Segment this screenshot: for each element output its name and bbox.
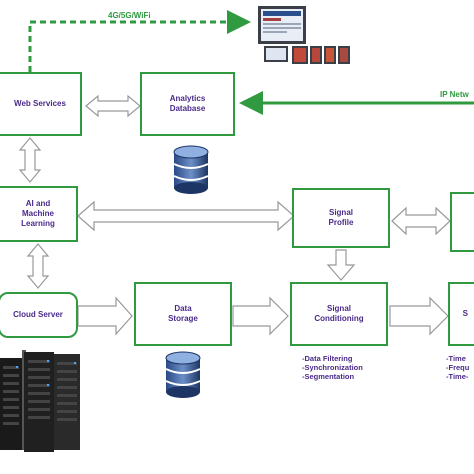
right-step: -Frequ bbox=[446, 363, 470, 372]
ai-cloud-arrow bbox=[26, 243, 50, 289]
database-icon bbox=[165, 351, 201, 398]
conditioning-step: -Data Filtering bbox=[302, 354, 353, 363]
devices-image bbox=[258, 6, 350, 64]
cloud-storage-arrow bbox=[77, 296, 133, 336]
server-rack-image bbox=[0, 350, 80, 452]
storage-conditioning-arrow bbox=[232, 296, 289, 336]
ai-machine-learning-label: AI and Machine Learning bbox=[21, 199, 55, 228]
webservices-analytics-arrow bbox=[85, 94, 141, 118]
ai-machine-learning-box: AI and Machine Learning bbox=[0, 186, 78, 242]
analytics-database-label: Analytics Database bbox=[169, 94, 206, 113]
database-icon bbox=[173, 145, 209, 194]
cloud-server-box: Cloud Server bbox=[0, 292, 78, 338]
data-storage-box: Data Storage bbox=[134, 282, 232, 346]
conditioning-right-arrow bbox=[389, 296, 449, 336]
right-steps-list: -Time -Frequ -Time- bbox=[446, 354, 469, 381]
signal-conditioning-box: Signal Conditioning bbox=[290, 282, 388, 346]
cloud-server-label: Cloud Server bbox=[13, 310, 63, 319]
signal-profile-label: Signal Profile bbox=[328, 208, 354, 227]
right-step: -Time bbox=[446, 354, 466, 363]
signal-conditioning-label: Signal Conditioning bbox=[314, 304, 364, 323]
data-storage-label: Data Storage bbox=[168, 304, 198, 323]
web-services-label: Web Services bbox=[14, 99, 66, 108]
signalprofile-conditioning-arrow bbox=[326, 249, 356, 281]
right-partial-box-top bbox=[450, 192, 474, 252]
analytics-database-box: Analytics Database bbox=[140, 72, 235, 136]
signalprofile-right-arrow bbox=[391, 206, 451, 236]
ai-signalprofile-arrow bbox=[77, 200, 295, 232]
webservices-ai-arrow bbox=[18, 137, 42, 183]
right-partial-box-label: S bbox=[462, 309, 468, 318]
wireless-network-label: 4G/5G/WiFi bbox=[108, 11, 151, 20]
right-partial-box-bottom: S bbox=[448, 282, 474, 346]
ip-network-label: IP Netw bbox=[440, 90, 469, 99]
wireless-link-arrow bbox=[28, 10, 251, 72]
signal-profile-box: Signal Profile bbox=[292, 188, 390, 248]
conditioning-step: -Segmentation bbox=[302, 372, 355, 381]
right-step: -Time- bbox=[446, 372, 469, 381]
conditioning-step: -Synchronization bbox=[302, 363, 363, 372]
conditioning-steps-list: -Data Filtering -Synchronization -Segmen… bbox=[302, 354, 363, 381]
web-services-box: Web Services bbox=[0, 72, 82, 136]
